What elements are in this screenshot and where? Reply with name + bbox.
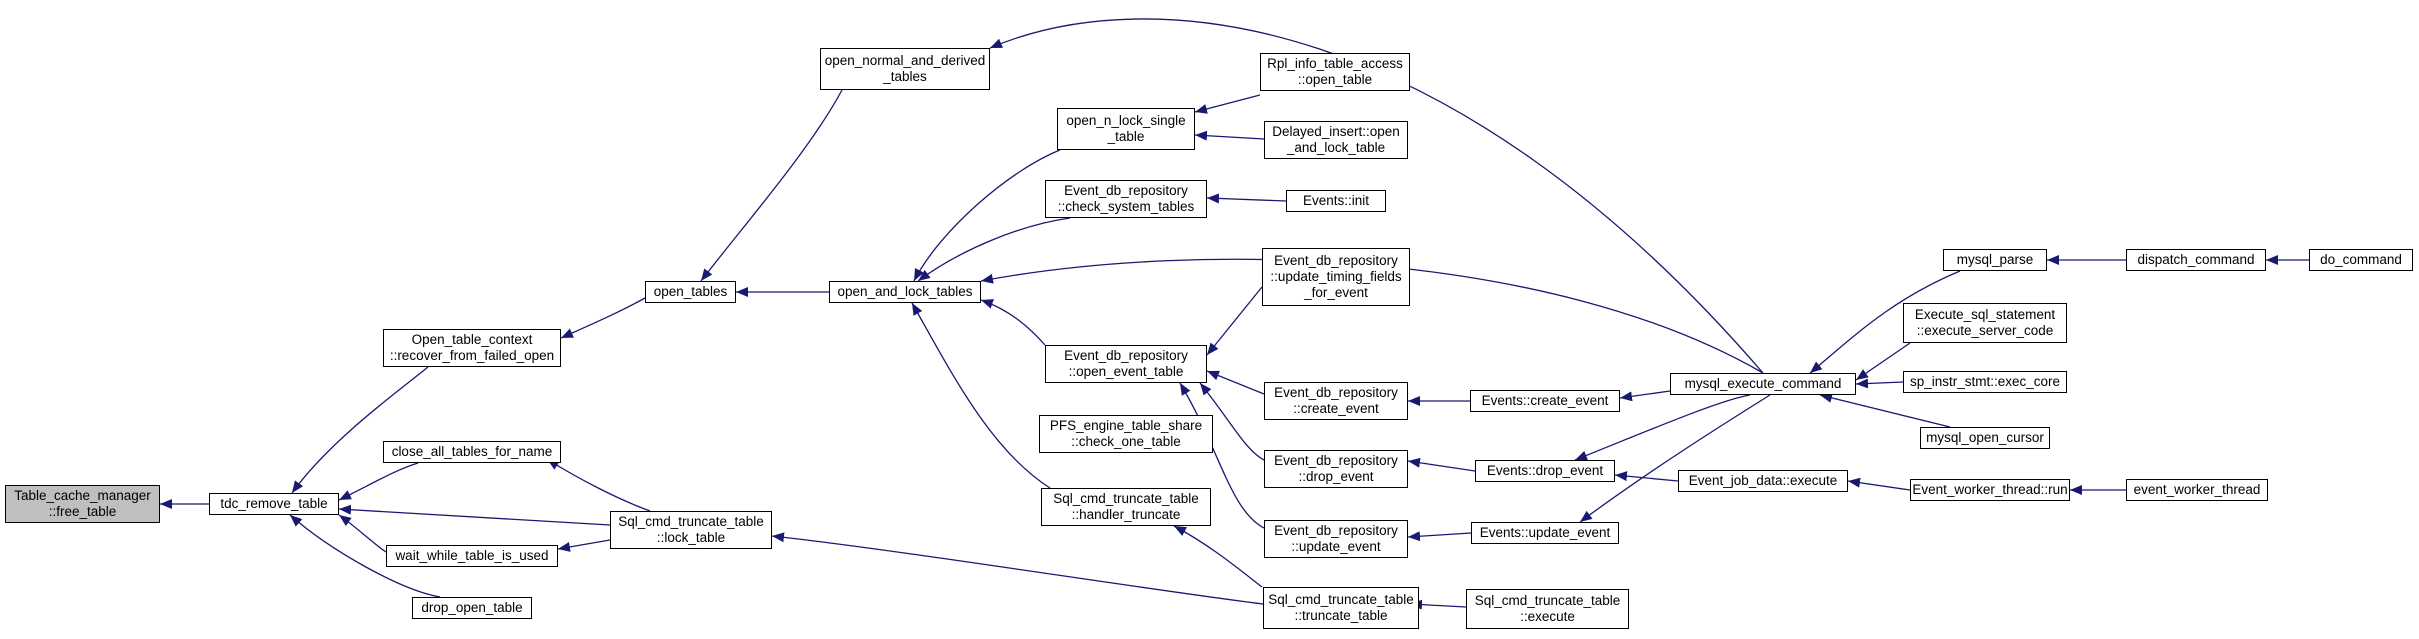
call-edge-38	[1855, 342, 1911, 381]
call-edge-32	[1574, 394, 1751, 461]
call-edge-39	[1855, 378, 1904, 389]
node-check-one-table[interactable]: PFS_engine_table_share ::check_one_table	[1039, 415, 1213, 453]
call-edge-10	[771, 532, 1264, 605]
node-event-job-execute[interactable]: Event_job_data::execute	[1678, 470, 1848, 492]
call-edge-27	[1407, 457, 1476, 472]
call-edge-9	[560, 297, 646, 339]
call-edge-30	[1409, 599, 1467, 610]
node-close-all-tables-for-name[interactable]: close_all_tables_for_name	[383, 441, 561, 463]
node-repo-drop-event[interactable]: Event_db_repository ::drop_event	[1264, 450, 1408, 488]
call-edge-14	[980, 299, 1046, 346]
call-edge-26	[1179, 382, 1265, 529]
node-mysql-execute-command[interactable]: mysql_execute_command	[1670, 373, 1856, 395]
node-check-system-tables[interactable]: Event_db_repository ::check_system_table…	[1045, 180, 1207, 218]
node-events-create-event[interactable]: Events::create_event	[1470, 390, 1620, 412]
node-events-drop-event[interactable]: Events::drop_event	[1475, 460, 1615, 482]
node-execute-server-code[interactable]: Execute_sql_statement ::execute_server_c…	[1903, 303, 2067, 343]
call-edge-18	[917, 217, 1071, 282]
call-edge-11	[1173, 525, 1263, 588]
node-dispatch-command[interactable]: dispatch_command	[2126, 249, 2266, 271]
call-edge-31	[1619, 390, 1671, 402]
node-update-timing-fields[interactable]: Event_db_repository ::update_timing_fiel…	[1262, 248, 1410, 306]
call-edge-20	[1194, 94, 1261, 114]
call-edge-4	[338, 504, 611, 526]
node-rpl-open-table[interactable]: Rpl_info_table_access ::open_table	[1260, 53, 1410, 91]
node-mysql-open-cursor[interactable]: mysql_open_cursor	[1920, 427, 2050, 449]
call-edge-28	[1407, 531, 1472, 542]
call-edge-37	[1809, 270, 1961, 374]
node-open-tables[interactable]: open_tables	[645, 281, 736, 303]
call-edge-23	[1206, 286, 1263, 356]
call-edge-24	[1206, 370, 1265, 395]
call-edge-35	[1847, 477, 1911, 491]
call-edge-8	[557, 539, 611, 552]
node-events-update-event[interactable]: Events::update_event	[1471, 522, 1619, 544]
node-worker-run[interactable]: Event_worker_thread::run	[1910, 479, 2070, 501]
call-edge-25	[1199, 382, 1265, 461]
call-edge-22	[1206, 193, 1287, 204]
call-edge-17	[913, 149, 1061, 282]
call-edge-2	[291, 366, 429, 494]
node-wait-while-table-is-used[interactable]: wait_while_table_is_used	[386, 545, 558, 567]
call-edge-33	[1579, 394, 1771, 523]
node-free-table[interactable]: Table_cache_manager ::free_table	[5, 485, 160, 523]
node-open-normal-and-derived-tables[interactable]: open_normal_and_derived _tables	[820, 48, 990, 90]
call-edge-21	[1194, 130, 1265, 141]
call-edge-16	[989, 18, 1764, 374]
node-lock-table[interactable]: Sql_cmd_truncate_table ::lock_table	[610, 511, 772, 549]
node-exec-core[interactable]: sp_instr_stmt::exec_core	[1903, 371, 2067, 393]
node-recover-from-failed-open[interactable]: Open_table_context ::recover_from_failed…	[383, 329, 561, 367]
node-events-init[interactable]: Events::init	[1286, 190, 1386, 212]
node-mysql-parse[interactable]: mysql_parse	[1943, 249, 2047, 271]
node-delayed-insert-open[interactable]: Delayed_insert::open _and_lock_table	[1264, 121, 1408, 159]
node-drop-open-table[interactable]: drop_open_table	[412, 597, 532, 619]
node-repo-create-event[interactable]: Event_db_repository ::create_event	[1264, 382, 1408, 420]
node-open-and-lock-tables[interactable]: open_and_lock_tables	[829, 281, 981, 303]
node-handler-truncate[interactable]: Sql_cmd_truncate_table ::handler_truncat…	[1041, 488, 1211, 526]
call-edge-34	[1614, 471, 1679, 482]
node-do-command[interactable]: do_command	[2309, 249, 2413, 271]
call-edge-40	[1819, 393, 1951, 428]
node-open-n-lock-single-table[interactable]: open_n_lock_single _table	[1057, 108, 1195, 150]
node-open-event-table[interactable]: Event_db_repository ::open_event_table	[1045, 345, 1207, 383]
node-repo-update-event[interactable]: Event_db_repository ::update_event	[1264, 520, 1408, 558]
call-edge-7	[546, 458, 651, 512]
node-event-worker-thread[interactable]: event_worker_thread	[2126, 479, 2268, 501]
call-edge-13	[700, 89, 843, 282]
call-edge-3	[338, 462, 419, 501]
call-edge-19	[911, 302, 1051, 489]
call-edge-6	[289, 514, 441, 598]
node-tdc-remove-table[interactable]: tdc_remove_table	[209, 493, 339, 515]
node-truncate-table[interactable]: Sql_cmd_truncate_table ::truncate_table	[1263, 587, 1419, 629]
call-edge-5	[338, 514, 387, 553]
node-truncate-execute[interactable]: Sql_cmd_truncate_table ::execute	[1466, 589, 1629, 629]
